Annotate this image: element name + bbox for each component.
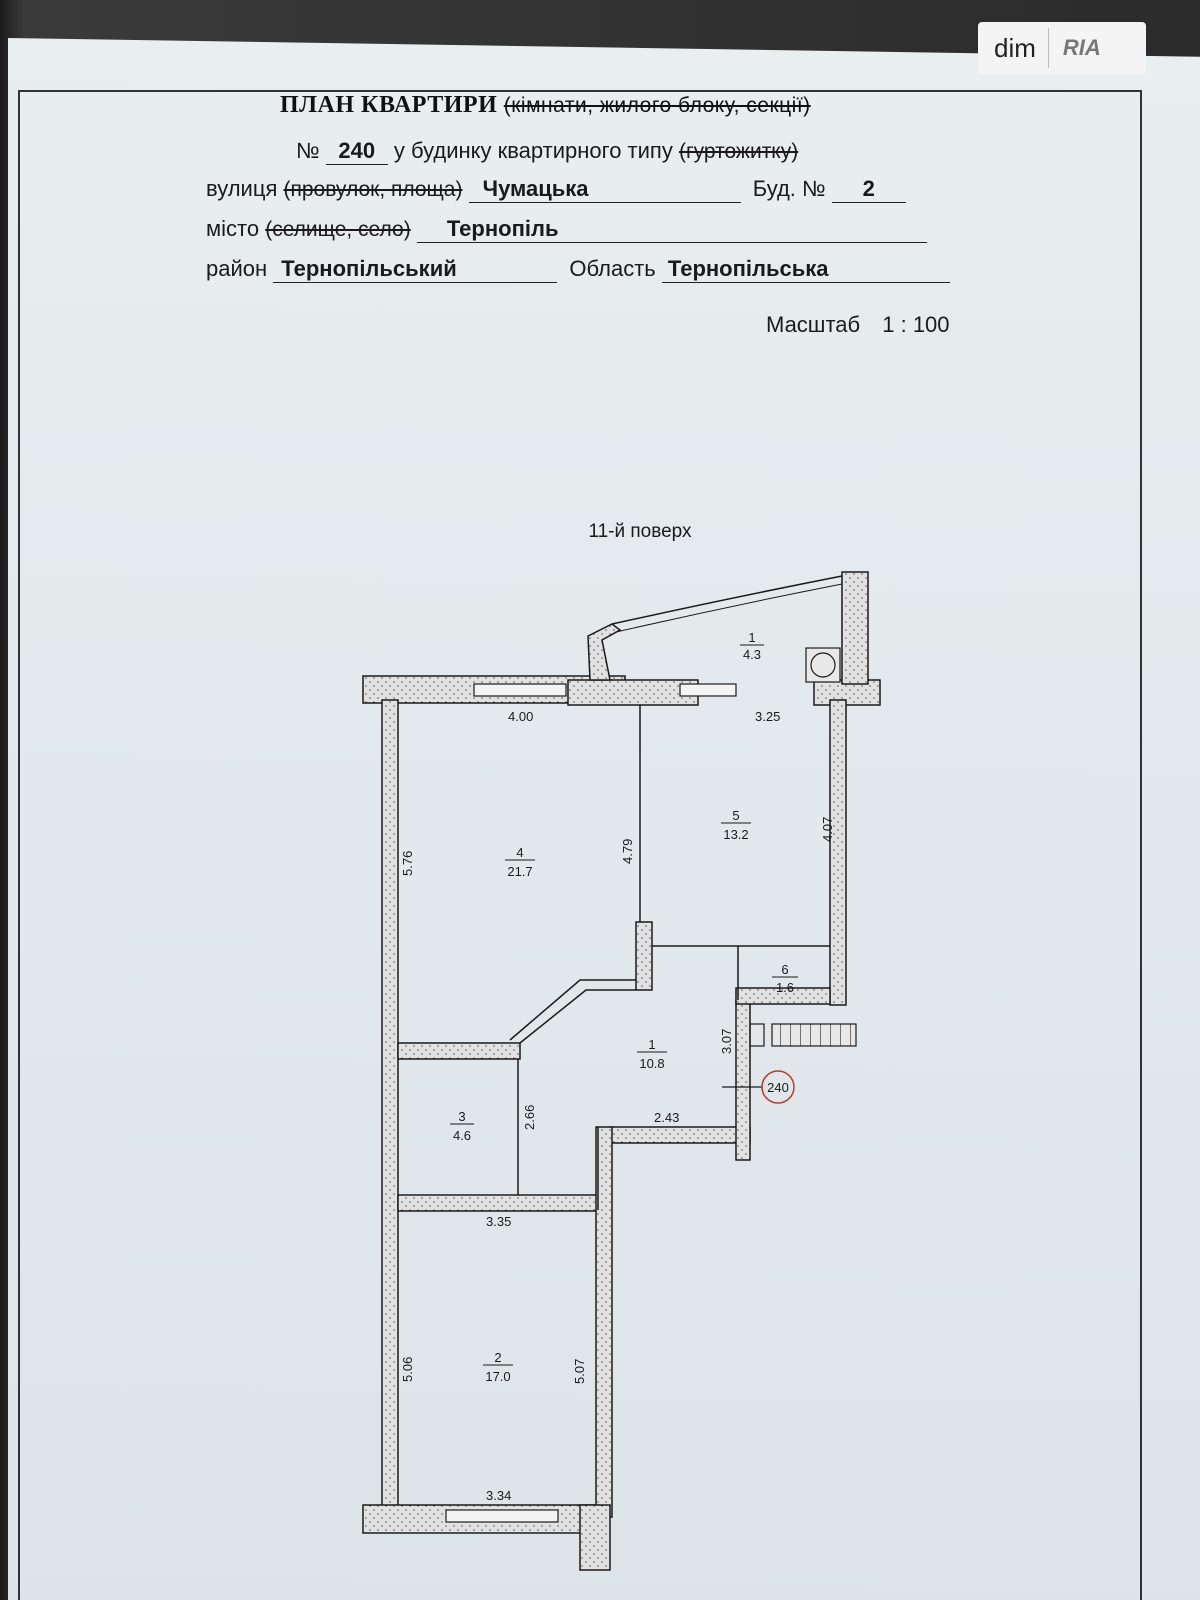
walls (362, 571, 881, 1571)
dim-hall-height: 3.07 (719, 1029, 734, 1054)
svg-text:4.3: 4.3 (743, 647, 761, 662)
balcony-right-wall (841, 571, 869, 685)
stair-landing (749, 1023, 765, 1047)
vent-shaft-icon (805, 647, 841, 683)
dim-ria-watermark: dim RIA (978, 22, 1146, 74)
document-title: ПЛАН КВАРТИРИ (кімнати, жилого блоку, се… (280, 92, 811, 119)
window-room5 (679, 683, 737, 697)
interior-lines (509, 705, 830, 1210)
wall-room3-top (397, 1042, 521, 1060)
floor-label: 11-й поверх (588, 521, 692, 542)
svg-text:1: 1 (648, 1037, 655, 1052)
staircase-icon (771, 1023, 857, 1047)
district-line: район Тернопільський Область Тернопільсь… (206, 256, 950, 283)
windows (445, 683, 737, 1523)
room-4-label: 421.7 (505, 845, 535, 879)
marker-number: 240 (767, 1080, 789, 1095)
dimension-labels: 4.00 3.25 5.76 4.79 4.07 3.07 2.66 2.43 … (400, 709, 835, 1503)
scale-line: Масштаб 1 : 100 (766, 312, 950, 338)
ria-logo-icon: RIA (1062, 35, 1101, 60)
bottom-wall-stub (579, 1504, 611, 1571)
city-label: місто (206, 216, 260, 241)
marker-circle-icon (761, 1070, 795, 1104)
region-value: Тернопільська (661, 256, 950, 283)
wall-room6-bottom (735, 987, 831, 1005)
title-text: ПЛАН КВАРТИРИ (280, 92, 498, 118)
wall-entry-right (735, 999, 751, 1161)
svg-text:5: 5 (732, 808, 739, 823)
room-balcony-label: 14.3 (740, 630, 764, 662)
city-value: Тернопіль (416, 216, 927, 243)
dim-room2-width-bottom: 3.34 (486, 1488, 511, 1503)
dim-room2-left: 5.06 (400, 1357, 415, 1382)
scale-label: Масштаб (766, 312, 861, 337)
svg-text:3: 3 (458, 1109, 465, 1124)
svg-text:1: 1 (748, 630, 755, 645)
top-wall-middle (567, 679, 699, 706)
street-struck: (провулок, площа) (283, 178, 463, 201)
title-struck-text: (кімнати, жилого блоку, секції) (503, 94, 811, 117)
dim-room5-height: 4.07 (820, 817, 835, 842)
dim-room4-width: 4.00 (508, 709, 533, 724)
wall-entry-bottom (609, 1126, 751, 1144)
dim-room4-inner: 4.79 (620, 839, 635, 864)
window-room2 (445, 1509, 559, 1523)
room-labels: 14.3 421.7 513.2 61.6 110.8 34.6 217.0 (450, 630, 798, 1384)
room-1-label: 110.8 (637, 1037, 667, 1071)
building-type-label: у будинку квартирного типу (393, 138, 673, 163)
partition-stub (635, 921, 653, 991)
svg-text:1.6: 1.6 (776, 980, 794, 995)
balcony-curve (611, 575, 843, 625)
balcony-left-wall (587, 623, 622, 681)
house-number: 2 (831, 176, 906, 203)
svg-text:13.2: 13.2 (723, 827, 748, 842)
dim-room2-width-top: 3.35 (486, 1214, 511, 1229)
svg-text:4.6: 4.6 (453, 1128, 471, 1143)
building-type-struck: (гуртожитку) (678, 140, 799, 163)
apartment-number: 240 (325, 138, 388, 165)
room-6-label: 61.6 (772, 962, 798, 995)
window-room4 (473, 683, 567, 697)
svg-text:6: 6 (781, 962, 788, 977)
vent-circle-icon (810, 652, 836, 678)
district-value: Тернопільський (273, 256, 558, 283)
dim-room2-right: 5.07 (572, 1359, 587, 1384)
dim-room3-height: 2.66 (522, 1105, 537, 1130)
house-label: Буд. № (752, 176, 826, 201)
svg-text:10.8: 10.8 (639, 1056, 664, 1071)
room-5-label: 513.2 (721, 808, 751, 842)
apartment-marker: 240 (722, 1070, 795, 1104)
street-line: вулиця (провулок, площа) Чумацька Буд. №… (206, 176, 906, 203)
city-line: місто (селище, село) Тернопіль (206, 216, 927, 243)
room-3-label: 34.6 (450, 1109, 474, 1143)
dim-room5-width: 3.25 (755, 709, 780, 724)
region-label: Область (569, 256, 656, 281)
city-struck: (селище, село) (265, 218, 411, 241)
number-label: № (296, 138, 320, 163)
watermark-brand: dim (978, 28, 1049, 68)
right-outer-wall (829, 699, 847, 1006)
left-outer-wall (381, 699, 399, 1521)
room-2-label: 217.0 (483, 1350, 513, 1384)
document-frame (18, 90, 1142, 1600)
svg-text:2: 2 (494, 1350, 501, 1365)
street-value: Чумацька (468, 176, 741, 203)
scale-value: 1 : 100 (882, 312, 950, 337)
dim-room4-height: 5.76 (400, 851, 415, 876)
district-label: район (206, 256, 268, 281)
svg-text:4: 4 (516, 845, 523, 860)
svg-text:17.0: 17.0 (485, 1369, 510, 1384)
wall-room3-bottom (397, 1194, 599, 1212)
balcony-curve-inner (615, 583, 843, 633)
street-label: вулиця (206, 176, 278, 201)
apartment-line: № 240 у будинку квартирного типу (гуртож… (296, 138, 798, 165)
dim-hall-width: 2.43 (654, 1110, 679, 1125)
svg-text:21.7: 21.7 (507, 864, 532, 879)
